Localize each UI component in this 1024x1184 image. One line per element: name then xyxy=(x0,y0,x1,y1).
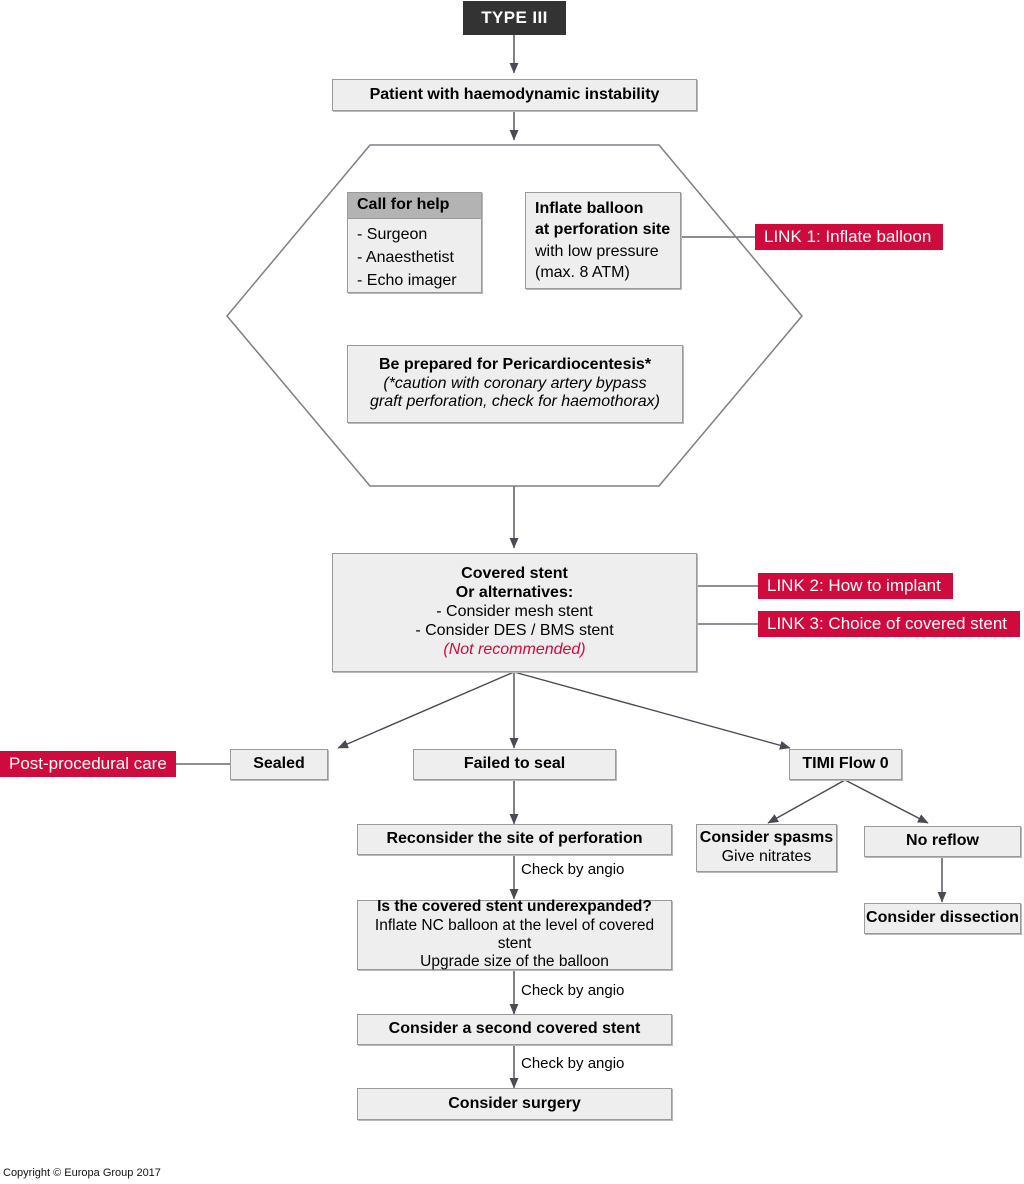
no-reflow-label: No reflow xyxy=(906,832,979,850)
node-no-reflow: No reflow xyxy=(864,826,1021,857)
covered-stent-not-recommended: (Not recommended) xyxy=(443,640,586,658)
node-sealed: Sealed xyxy=(230,749,328,780)
call-for-help-list: - Surgeon - Anaesthetist - Echo imager xyxy=(348,219,481,298)
link-1-inflate-balloon[interactable]: LINK 1: Inflate balloon xyxy=(755,224,943,250)
edge-label-check-by-angio-2: Check by angio xyxy=(521,982,625,999)
pericardiocentesis-line-1: Be prepared for Pericardiocentesis* xyxy=(378,355,652,373)
post-procedural-care-label: Post-procedural care xyxy=(9,753,167,773)
type-3-label: TYPE III xyxy=(481,7,548,27)
node-consider-surgery: Consider surgery xyxy=(357,1088,672,1120)
consider-dissection-label: Consider dissection xyxy=(866,909,1019,927)
consider-spasms-line-1: Consider spasms xyxy=(699,829,834,847)
covered-stent-line-3: - Consider mesh stent xyxy=(436,603,593,621)
link-3-choice-of-covered-stent[interactable]: LINK 3: Choice of covered stent xyxy=(758,611,1020,637)
node-post-procedural-care[interactable]: Post-procedural care xyxy=(0,751,176,777)
covered-stent-line-4: - Consider DES / BMS stent xyxy=(415,621,614,639)
call-for-help-item-echo-imager: - Echo imager xyxy=(357,272,457,290)
node-second-covered-stent: Consider a second covered stent xyxy=(357,1014,672,1045)
link-2-label: LINK 2: How to implant xyxy=(767,575,941,595)
edge-label-check-by-angio-1: Check by angio xyxy=(521,861,625,878)
covered-stent-line-1: Covered stent xyxy=(461,565,568,583)
covered-stent-line-2: Or alternatives: xyxy=(455,584,574,602)
underexpanded-line-1: Is the covered stent underexpanded? xyxy=(377,898,652,916)
node-failed-to-seal: Failed to seal xyxy=(413,749,616,780)
inflate-balloon-line-4: (max. 8 ATM) xyxy=(535,263,630,281)
node-consider-dissection: Consider dissection xyxy=(864,903,1021,934)
node-pericardiocentesis: Be prepared for Pericardiocentesis* (*ca… xyxy=(347,345,683,423)
sealed-label: Sealed xyxy=(253,755,305,773)
pericardiocentesis-line-3: graft perforation, check for haemothorax… xyxy=(370,393,660,411)
patient-label: Patient with haemodynamic instability xyxy=(369,85,660,103)
edge-label-check-by-angio-3: Check by angio xyxy=(521,1055,625,1072)
consider-surgery-label: Consider surgery xyxy=(448,1094,581,1112)
link-2-how-to-implant[interactable]: LINK 2: How to implant xyxy=(758,573,953,599)
inflate-balloon-line-2: at perforation site xyxy=(535,221,671,239)
call-for-help-header: Call for help xyxy=(348,193,481,219)
call-for-help-item-surgeon: - Surgeon xyxy=(357,225,428,243)
timi-flow-0-label: TIMI Flow 0 xyxy=(802,755,889,773)
second-covered-stent-label: Consider a second covered stent xyxy=(388,1020,641,1038)
underexpanded-line-2: Inflate NC balloon at the level of cover… xyxy=(374,916,655,952)
reconsider-site-label: Reconsider the site of perforation xyxy=(386,830,643,848)
node-covered-stent: Covered stent Or alternatives: - Conside… xyxy=(332,553,697,672)
node-reconsider-site: Reconsider the site of perforation xyxy=(357,824,672,855)
node-consider-spasms: Consider spasms Give nitrates xyxy=(696,824,837,872)
hexagon-outline xyxy=(226,144,803,487)
consider-spasms-line-2: Give nitrates xyxy=(721,848,812,865)
node-call-for-help: Call for help - Surgeon - Anaesthetist -… xyxy=(347,192,482,293)
link-3-label: LINK 3: Choice of covered stent xyxy=(767,613,1008,633)
node-underexpanded: Is the covered stent underexpanded? Infl… xyxy=(357,898,672,971)
node-timi-flow-0: TIMI Flow 0 xyxy=(789,749,902,780)
call-for-help-item-anaesthetist: - Anaesthetist xyxy=(357,249,454,267)
pericardiocentesis-line-2: (*caution with coronary artery bypass xyxy=(383,374,647,392)
node-inflate-balloon: Inflate balloon at perforation site with… xyxy=(525,192,681,289)
inflate-balloon-line-1: Inflate balloon xyxy=(535,200,644,218)
failed-to-seal-label: Failed to seal xyxy=(463,755,566,773)
node-type-3: TYPE III xyxy=(463,1,566,35)
underexpanded-line-3: Upgrade size of the balloon xyxy=(420,953,609,971)
node-patient-instability: Patient with haemodynamic instability xyxy=(332,79,697,111)
inflate-balloon-line-3: with low pressure xyxy=(535,242,659,260)
link-1-label: LINK 1: Inflate balloon xyxy=(764,226,932,246)
copyright-notice: Copyright © Europa Group 2017 xyxy=(3,1167,161,1179)
